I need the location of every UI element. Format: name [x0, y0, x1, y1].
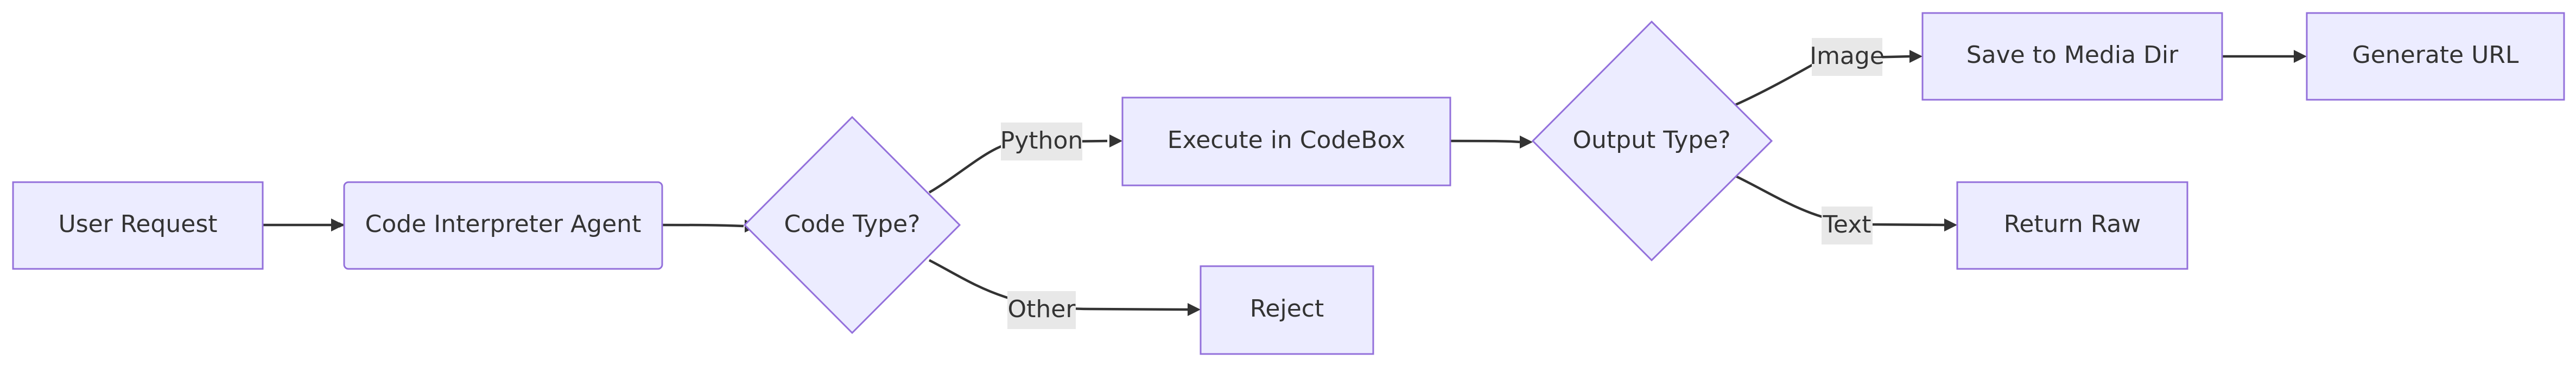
- node-reject: Reject: [1200, 265, 1374, 355]
- arrowhead-return-raw: [1944, 218, 1957, 231]
- edge-label-python: Python: [1000, 123, 1083, 160]
- node-code-type-decision: Code Type?: [743, 115, 961, 334]
- edge-execute-to-output-type: [1450, 139, 1520, 144]
- arrowhead-generate-url: [2294, 50, 2307, 63]
- edge-label-image-text: Image: [1810, 42, 1885, 70]
- node-user-request-label: User Request: [58, 210, 217, 238]
- edge-label-python-text: Python: [1000, 127, 1083, 154]
- edge-agent-to-code-type: [662, 223, 744, 228]
- node-code-type-label: Code Type?: [784, 210, 920, 238]
- edge-label-other-text: Other: [1008, 295, 1076, 323]
- node-generate-url: Generate URL: [2306, 12, 2565, 101]
- node-output-type-decision: Output Type?: [1531, 20, 1773, 262]
- edge-label-text-text: Text: [1823, 211, 1871, 239]
- node-save-label: Save to Media Dir: [1966, 41, 2179, 69]
- node-execute-label: Execute in CodeBox: [1168, 126, 1405, 154]
- node-output-type-label: Output Type?: [1572, 126, 1730, 154]
- node-execute-in-codebox: Execute in CodeBox: [1121, 96, 1451, 186]
- node-return-raw-label: Return Raw: [2004, 210, 2141, 238]
- node-reject-label: Reject: [1250, 295, 1324, 323]
- arrowhead-output-type: [1520, 136, 1533, 149]
- edge-label-text: Text: [1822, 207, 1873, 244]
- node-user-request: User Request: [12, 181, 264, 270]
- node-return-raw: Return Raw: [1956, 181, 2188, 270]
- node-code-interpreter-agent: Code Interpreter Agent: [343, 181, 663, 270]
- arrowhead-reject: [1188, 303, 1201, 316]
- node-generate-url-label: Generate URL: [2352, 41, 2519, 69]
- arrowhead-agent: [331, 218, 344, 231]
- arrowhead-execute: [1109, 134, 1122, 147]
- edge-label-image: Image: [1810, 38, 1885, 76]
- arrowhead-save: [1909, 50, 1923, 63]
- edge-label-other: Other: [1007, 291, 1076, 329]
- node-save-to-media-dir: Save to Media Dir: [1921, 12, 2223, 101]
- node-code-interpreter-agent-label: Code Interpreter Agent: [365, 210, 642, 238]
